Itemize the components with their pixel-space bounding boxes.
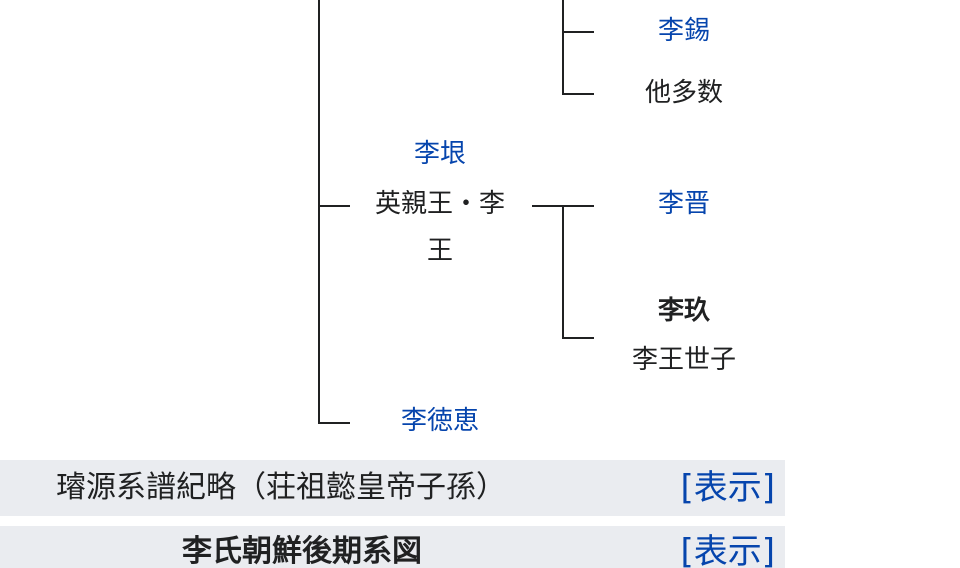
- node-li-jin-link[interactable]: 李晋: [657, 189, 710, 219]
- node-yingqin-line2: 王: [426, 236, 453, 266]
- node-li-jiu: 李玖: [657, 296, 710, 326]
- branch-line-li-xi: [562, 31, 594, 33]
- node-li-crown-prince: 李王世子: [631, 345, 736, 375]
- branch-line-yingqin: [318, 205, 350, 207]
- family-tree: 李錫 他多数 李垠 英親王・李 王 李晋 李玖 李王世子 李徳恵: [318, 0, 736, 436]
- connector-line-yingqin: [532, 205, 564, 207]
- branch-line-deokhye: [318, 422, 350, 424]
- upper-subtree-line: [562, 0, 564, 95]
- node-li-gen-link[interactable]: 李垠: [413, 139, 466, 169]
- branch-line-others: [562, 93, 594, 95]
- navbox-show-toggle[interactable]: [表示]: [680, 532, 775, 568]
- tree-trunk-line: [318, 0, 320, 424]
- navbox-seonwon: 璿源系譜紀略（荘祖懿皇帝子孫） [表示]: [0, 460, 785, 516]
- branch-line-li-jin: [562, 205, 594, 207]
- navbox-title: 李氏朝鮮後期系図: [182, 534, 422, 568]
- navbox-title: 璿源系譜紀略（荘祖懿皇帝子孫）: [56, 470, 506, 505]
- node-yingqin-line1: 英親王・李: [374, 189, 505, 219]
- node-li-deokhye-link[interactable]: 李徳恵: [400, 406, 479, 436]
- navbox-show-toggle[interactable]: [表示]: [680, 468, 775, 508]
- branch-line-li-jiu: [562, 337, 594, 339]
- node-li-xi-link[interactable]: 李錫: [657, 16, 710, 46]
- node-others: 他多数: [644, 78, 723, 108]
- navbox-joseon-late: 李氏朝鮮後期系図 [表示]: [0, 526, 785, 568]
- lower-subtree-line: [562, 205, 564, 339]
